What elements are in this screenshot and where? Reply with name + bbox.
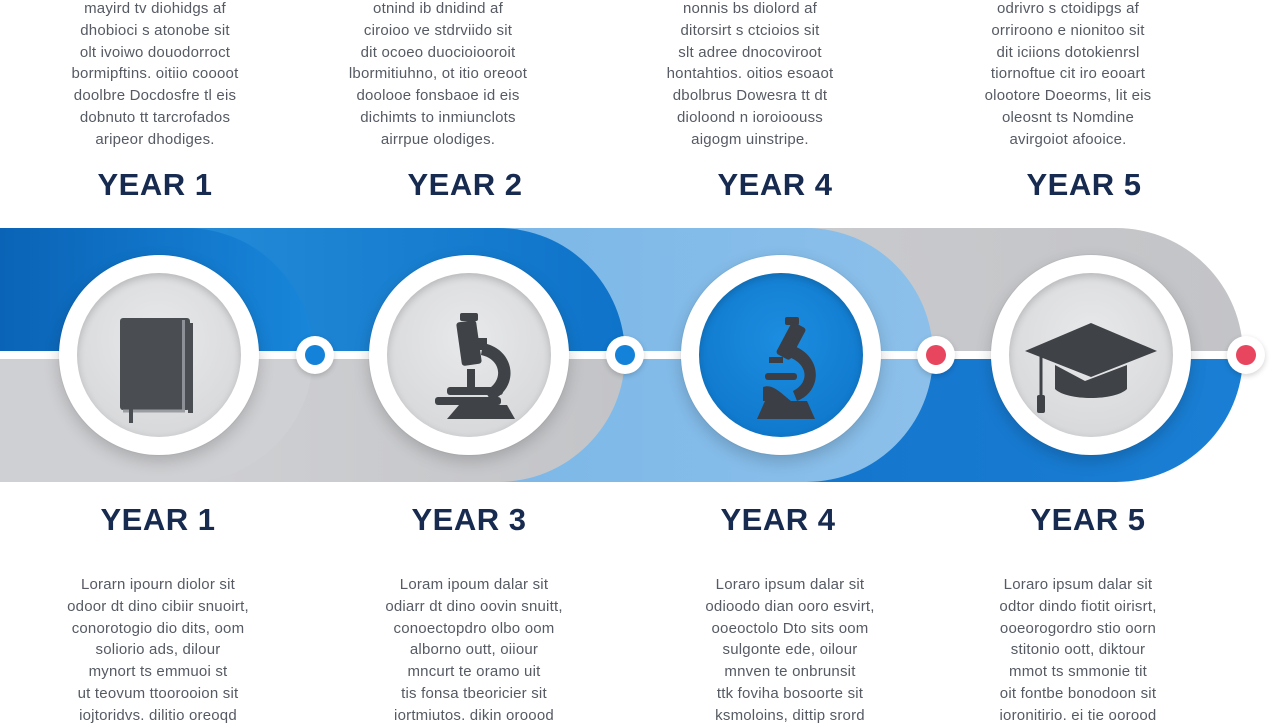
stage-2-icon-disc <box>387 273 551 437</box>
stage-3-icon-disc <box>699 273 863 437</box>
stage-4-top-year-label: YEAR 5 <box>1026 167 1142 202</box>
stage-1-bottom-year-label: YEAR 1 <box>100 502 216 537</box>
timeline-band <box>0 226 1280 484</box>
stage-4-circle <box>991 255 1191 455</box>
stage-2-bottom-year-label: YEAR 3 <box>411 502 527 537</box>
stage-3-circle <box>681 255 881 455</box>
stage-2-circle <box>369 255 569 455</box>
stage-3-top-year-label: YEAR 4 <box>717 167 833 202</box>
stage-1-icon-disc <box>77 273 241 437</box>
milestone-dot-3 <box>917 336 955 374</box>
stage-4-bottom-year-label: YEAR 5 <box>1030 502 1146 537</box>
milestone-dot-2 <box>606 336 644 374</box>
microscope-icon <box>757 317 816 419</box>
book-icon <box>120 318 193 423</box>
stage-4-icon-disc <box>1009 273 1173 437</box>
milestone-dot-1 <box>296 336 334 374</box>
stage-1-circle <box>59 255 259 455</box>
milestone-dot-4 <box>1227 336 1265 374</box>
microscope-icon <box>435 313 515 419</box>
stage-2-top-year-label: YEAR 2 <box>407 167 523 202</box>
graduation-cap-icon <box>1025 323 1157 413</box>
stage-3-bottom-year-label: YEAR 4 <box>720 502 836 537</box>
stage-1-top-year-label: YEAR 1 <box>97 167 213 202</box>
